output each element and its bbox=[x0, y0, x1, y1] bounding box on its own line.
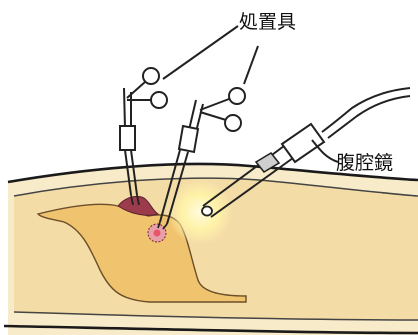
instrument-label: 処置具 bbox=[239, 13, 296, 32]
laparoscope-label: 腹腔鏡 bbox=[336, 154, 393, 173]
leader-line-scope bbox=[312, 140, 338, 162]
tissue-spot-center bbox=[154, 230, 161, 237]
leader-line-instrument-1 bbox=[163, 26, 238, 79]
leader-line-instrument-2 bbox=[244, 46, 258, 84]
